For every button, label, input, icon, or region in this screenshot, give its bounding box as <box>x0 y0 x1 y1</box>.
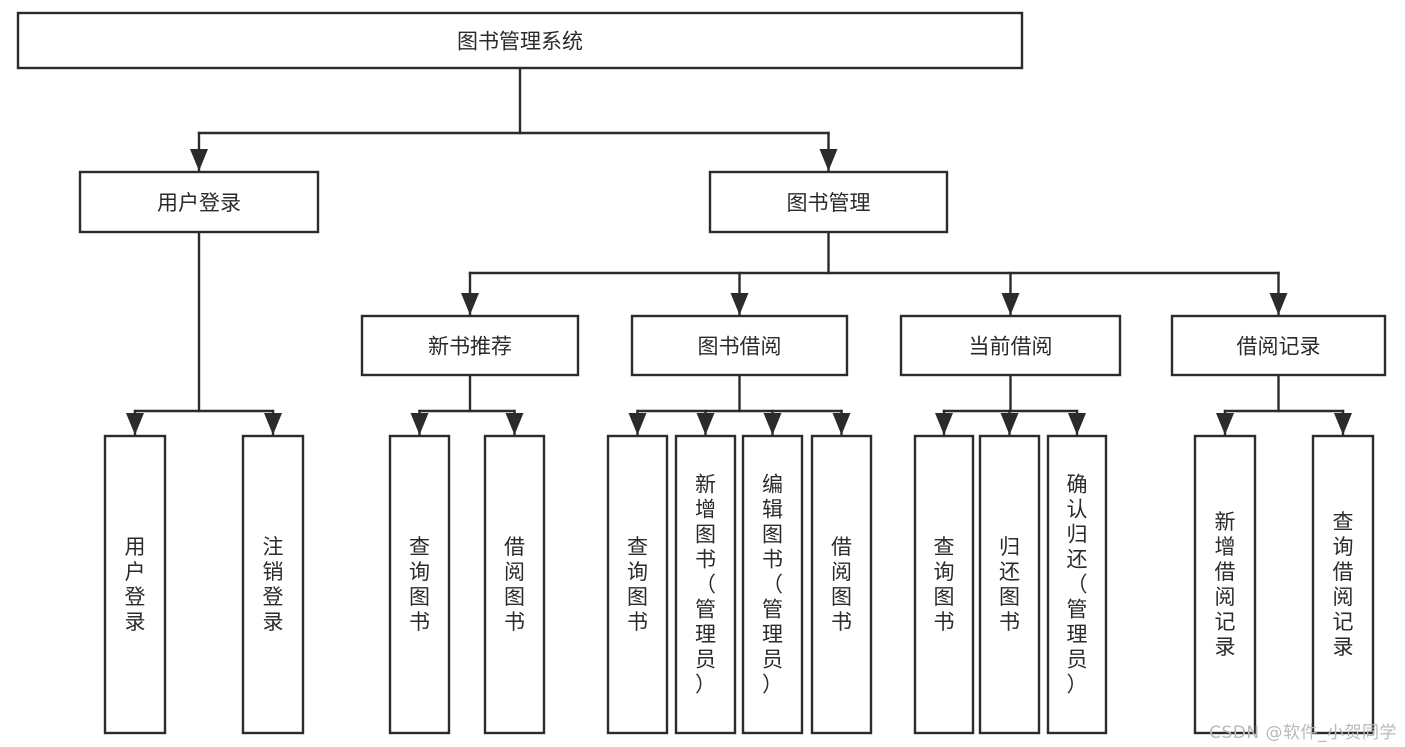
node-leaf-confirm-return[interactable]: 确认归还（管理员） <box>1046 434 1108 735</box>
node-user-login-rect[interactable] <box>78 170 320 234</box>
node-leaf-query-book-bb[interactable]: 查询图书 <box>606 434 669 735</box>
node-new-book-rec-label: 新书推荐 <box>428 335 512 359</box>
borrow-record-arrow-1 <box>1334 413 1352 435</box>
node-leaf-add-book-rect[interactable] <box>674 434 737 735</box>
book-manage-arrow-1 <box>730 293 749 315</box>
node-leaf-add-record-rect[interactable] <box>1193 434 1257 735</box>
node-book-borrow-rect[interactable] <box>630 314 849 377</box>
node-user-login-label: 用户登录 <box>157 191 241 215</box>
node-leaf-confirm-return-label: 确认归还（管理员） <box>1067 473 1088 697</box>
root-node-book-management-system[interactable]: 图书管理系统 <box>16 11 1024 70</box>
node-leaf-return-book[interactable]: 归还图书 <box>978 434 1041 735</box>
node-leaf-edit-book[interactable]: 编辑图书（管理员） <box>741 434 804 735</box>
node-leaf-query-record-rect[interactable] <box>1311 434 1375 735</box>
borrow-record-arrow-0 <box>1216 413 1234 435</box>
node-leaf-borrow-book-rec-rect[interactable] <box>483 434 546 735</box>
node-leaf-confirm-return-rect[interactable] <box>1046 434 1108 735</box>
node-leaf-edit-book-label: 编辑图书（管理员） <box>762 473 783 697</box>
node-book-manage[interactable]: 图书管理 <box>708 170 949 234</box>
current-borrow-arrow-2 <box>1068 413 1086 435</box>
node-current-borrow[interactable]: 当前借阅 <box>899 314 1122 377</box>
root-node-book-management-system-label: 图书管理系统 <box>457 30 583 54</box>
node-leaf-query-book-cb-label: 查询图书 <box>934 535 955 634</box>
node-borrow-record[interactable]: 借阅记录 <box>1170 314 1387 377</box>
node-leaf-logout[interactable]: 注销登录 <box>241 434 305 735</box>
node-leaf-edit-book-rect[interactable] <box>741 434 804 735</box>
node-leaf-logout-rect[interactable] <box>241 434 305 735</box>
node-leaf-add-record[interactable]: 新增借阅记录 <box>1193 434 1257 735</box>
node-leaf-logout-label: 注销登录 <box>263 535 284 634</box>
node-leaf-query-book-rec[interactable]: 查询图书 <box>388 434 451 735</box>
new-book-rec-arrow-0 <box>410 413 429 435</box>
book-borrow-arrow-0 <box>628 413 647 435</box>
node-leaf-query-book-cb-rect[interactable] <box>913 434 975 735</box>
node-leaf-return-book-label: 归还图书 <box>999 535 1020 634</box>
node-book-borrow-label: 图书借阅 <box>698 335 782 359</box>
node-current-borrow-label: 当前借阅 <box>969 335 1053 359</box>
node-current-borrow-rect[interactable] <box>899 314 1122 377</box>
node-leaf-query-book-bb-rect[interactable] <box>606 434 669 735</box>
node-book-manage-rect[interactable] <box>708 170 949 234</box>
node-user-login[interactable]: 用户登录 <box>78 170 320 234</box>
current-borrow-arrow-0 <box>935 413 953 435</box>
node-leaf-return-book-rect[interactable] <box>978 434 1041 735</box>
book-borrow-arrow-3 <box>832 413 851 435</box>
root-arrow-0 <box>190 149 208 171</box>
node-leaf-borrow-book-rec[interactable]: 借阅图书 <box>483 434 546 735</box>
node-leaf-borrow-book-rec-label: 借阅图书 <box>504 535 525 634</box>
book-borrow-arrow-1 <box>696 413 715 435</box>
node-leaf-add-record-label: 新增借阅记录 <box>1215 510 1236 659</box>
node-new-book-rec-rect[interactable] <box>360 314 580 377</box>
current-borrow-arrow-1 <box>1000 413 1019 435</box>
book-manage-arrow-3 <box>1269 293 1288 315</box>
node-new-book-rec[interactable]: 新书推荐 <box>360 314 580 377</box>
node-leaf-user-login[interactable]: 用户登录 <box>103 434 167 735</box>
node-leaf-borrow-book-bb-label: 借阅图书 <box>831 535 852 634</box>
node-leaf-user-login-label: 用户登录 <box>125 535 146 634</box>
node-book-manage-label: 图书管理 <box>787 191 871 215</box>
node-leaf-query-record-label: 查询借阅记录 <box>1333 510 1354 659</box>
connectors-layer <box>126 66 1352 437</box>
user-login-arrow-1 <box>264 413 282 435</box>
root-node-book-management-system-rect[interactable] <box>16 11 1024 70</box>
node-leaf-query-book-rec-label: 查询图书 <box>409 535 430 634</box>
node-leaf-query-book-bb-label: 查询图书 <box>627 535 648 634</box>
node-leaf-query-record[interactable]: 查询借阅记录 <box>1311 434 1375 735</box>
root-arrow-1 <box>819 149 838 171</box>
node-leaf-borrow-book-bb-rect[interactable] <box>810 434 873 735</box>
node-leaf-add-book-label: 新增图书（管理员） <box>695 473 716 697</box>
node-leaf-query-book-cb[interactable]: 查询图书 <box>913 434 975 735</box>
node-leaf-borrow-book-bb[interactable]: 借阅图书 <box>810 434 873 735</box>
book-manage-arrow-2 <box>1001 293 1020 315</box>
node-borrow-record-label: 借阅记录 <box>1237 335 1321 359</box>
new-book-rec-arrow-1 <box>505 413 524 435</box>
nodes-layer: 图书管理系统用户登录图书管理新书推荐图书借阅当前借阅借阅记录用户登录注销登录查询… <box>16 11 1387 735</box>
node-leaf-add-book[interactable]: 新增图书（管理员） <box>674 434 737 735</box>
book-borrow-arrow-2 <box>763 413 782 435</box>
node-borrow-record-rect[interactable] <box>1170 314 1387 377</box>
node-book-borrow[interactable]: 图书借阅 <box>630 314 849 377</box>
user-login-arrow-0 <box>126 413 144 435</box>
book-manage-arrow-0 <box>461 293 479 315</box>
node-leaf-query-book-rec-rect[interactable] <box>388 434 451 735</box>
node-leaf-user-login-rect[interactable] <box>103 434 167 735</box>
